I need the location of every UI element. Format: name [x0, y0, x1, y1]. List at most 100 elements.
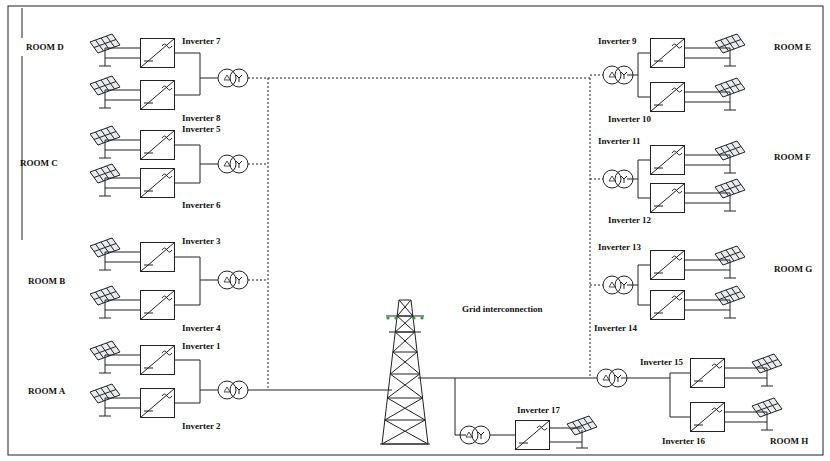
wye-mark [236, 277, 239, 280]
wire [638, 198, 650, 199]
wye-mark [239, 387, 242, 390]
ac-mark [672, 88, 682, 92]
pylon-brace [382, 420, 425, 444]
wye-mark [239, 78, 240, 82]
ac-mark [672, 151, 682, 155]
inverter-label: Inverter 10 [608, 114, 651, 125]
panel-cell-line [94, 292, 116, 300]
pylon-brace [397, 316, 415, 332]
transformer-symbol [230, 69, 248, 87]
wire [105, 58, 140, 59]
wire [590, 75, 603, 76]
dc-mark [654, 105, 663, 106]
wire [200, 164, 201, 183]
inverter-label: Inverter 3 [182, 236, 221, 247]
transformer-symbol [460, 426, 478, 444]
wire [490, 435, 515, 436]
dc-mark [144, 191, 153, 192]
panel-base [99, 196, 111, 197]
pylon-brace [387, 398, 422, 399]
panel-base [761, 386, 773, 387]
wye-mark [236, 387, 239, 390]
panel-pole [105, 178, 106, 196]
panel-base [724, 66, 736, 67]
wye-mark [621, 176, 624, 179]
panel-pole [730, 155, 731, 173]
wire [638, 179, 639, 198]
wire [550, 428, 582, 429]
ac-mark [162, 394, 172, 398]
room-label: ROOM C [20, 158, 58, 169]
ac-mark [537, 426, 547, 430]
panel-base [99, 66, 111, 67]
ac-mark [672, 296, 682, 300]
wire [105, 188, 140, 189]
ac-mark [162, 351, 172, 355]
inverter-label: Inverter 11 [598, 136, 641, 147]
wire [105, 252, 140, 253]
wire [105, 310, 140, 311]
wire [638, 265, 650, 266]
inverter-box: Inverter 1 [140, 345, 175, 375]
wire [105, 355, 140, 356]
inverter-box: Inverter 5 [140, 130, 175, 160]
panel-base [99, 373, 111, 374]
wire [175, 257, 200, 258]
inverter-box: Inverter 4 [140, 290, 175, 320]
inverter-outline [691, 359, 725, 388]
wire [105, 398, 140, 399]
transformer-symbol [230, 155, 248, 173]
panel-cell-line [94, 347, 116, 355]
panel-base [99, 318, 111, 319]
room-bracket [22, 8, 23, 38]
wire [105, 178, 140, 179]
panel-cell-line [719, 147, 741, 155]
inverter-label: Inverter 2 [182, 421, 221, 432]
panel-pole [730, 260, 731, 278]
inverter-diagonal [651, 39, 685, 68]
wire [200, 360, 201, 390]
pylon-arm [386, 316, 424, 317]
wye-mark [481, 435, 482, 439]
panel-cell-line [719, 40, 741, 48]
inverter-symbol [650, 38, 685, 68]
pylon-brace [385, 420, 425, 421]
panel-pole [105, 252, 106, 270]
wye-mark [239, 75, 242, 78]
pylon-brace [397, 316, 413, 317]
wye-mark [624, 282, 627, 285]
wire [670, 417, 690, 418]
pylon-brace [395, 316, 413, 332]
wire [638, 160, 639, 179]
inverter-diagonal [141, 346, 175, 375]
panel-cell-line [756, 360, 778, 368]
inverter-box: Inverter 2 [140, 388, 175, 418]
panel-base [761, 430, 773, 431]
dc-mark [654, 273, 663, 274]
grid-label: Grid interconnection [462, 304, 543, 315]
wire [105, 408, 140, 409]
wire [200, 390, 201, 403]
ac-mark [712, 408, 722, 412]
inverter-outline [141, 131, 175, 160]
inverter-diagonal [651, 184, 685, 213]
delta-mark [224, 161, 230, 166]
inverter-label: Inverter 9 [598, 36, 637, 47]
wire [105, 150, 140, 151]
inverter-symbol [140, 168, 175, 198]
inverter-symbol [650, 82, 685, 112]
panel-pole [730, 92, 731, 110]
inverter-diagonal [651, 83, 685, 112]
room-label: ROOM B [28, 276, 65, 287]
wire [638, 75, 639, 97]
dc-mark [144, 313, 153, 314]
delta-mark [609, 72, 615, 77]
wire [685, 300, 730, 301]
panel-base [99, 416, 111, 417]
wire [200, 280, 218, 281]
wye-mark [621, 282, 624, 285]
wire [105, 300, 140, 301]
delta-mark [603, 375, 609, 380]
dc-mark [654, 206, 663, 207]
